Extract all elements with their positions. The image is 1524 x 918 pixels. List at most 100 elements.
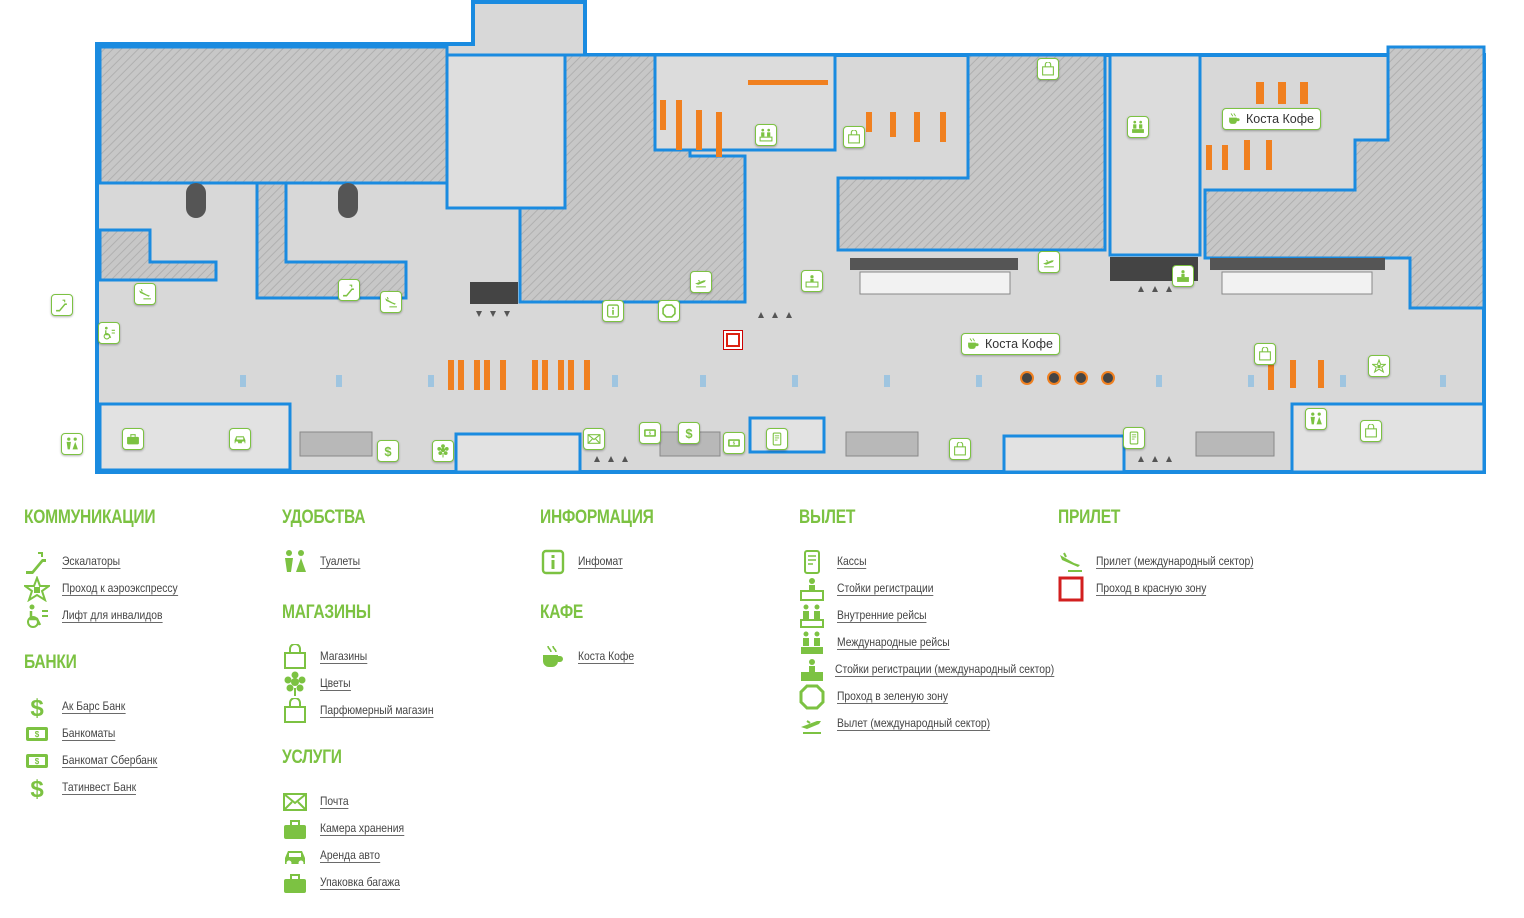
legend-item[interactable]: $Татинвест Банк <box>24 774 274 801</box>
map-marker-checkin[interactable] <box>801 270 823 292</box>
legend-item[interactable]: Инфомат <box>540 548 790 575</box>
svg-text:$: $ <box>685 426 692 440</box>
map-marker-aeroexpress[interactable] <box>1368 355 1390 377</box>
legend-item-label: Цветы <box>320 676 351 691</box>
legend-item[interactable]: Стойки регистрации <box>799 575 1059 602</box>
map-marker-departure[interactable] <box>1038 251 1060 273</box>
map-marker-car[interactable] <box>229 428 251 450</box>
map-marker-ticket[interactable] <box>1123 427 1145 449</box>
legend-item-icon <box>799 684 827 710</box>
map-marker-elevator[interactable] <box>98 322 120 344</box>
legend-item[interactable]: Камера хранения <box>282 815 532 842</box>
legend-item-label: Камера хранения <box>320 821 405 836</box>
departure-icon <box>1043 259 1054 268</box>
coffee-icon <box>1229 113 1240 124</box>
legend-item[interactable]: Вылет (международный сектор) <box>799 710 1059 737</box>
map-marker-dollar[interactable]: $ <box>377 440 399 462</box>
shop-icon <box>1259 347 1271 361</box>
legend-banks: БАНКИ $Ак Барс Банк$Банкоматы$Банкомат С… <box>24 651 274 801</box>
map-marker-shop[interactable] <box>949 438 971 460</box>
direction-arrows <box>476 286 1172 462</box>
map-marker-domestic[interactable] <box>755 124 777 146</box>
legend-item[interactable]: Кассы <box>799 548 1059 575</box>
map-marker-atm[interactable]: $ <box>639 422 661 444</box>
checkin-counters <box>850 258 1385 295</box>
legend-item[interactable]: Проход в зеленую зону <box>799 683 1059 710</box>
legend-item[interactable]: Лифт для инвалидов <box>24 602 274 629</box>
legend-list: Коста Кофе <box>540 643 790 670</box>
map-marker-dollar[interactable]: $ <box>678 422 700 444</box>
domestic-icon <box>800 604 824 628</box>
map-marker-green-zone[interactable] <box>658 300 680 322</box>
legend-heading: ИНФОРМАЦИЯ <box>540 507 654 528</box>
legend-item[interactable]: Стойки регистрации (международный сектор… <box>799 656 1059 683</box>
legend-item[interactable]: Проход к аэроэкспрессу <box>24 575 274 602</box>
map-marker-toilet[interactable] <box>1305 408 1327 430</box>
legend-item-icon <box>282 870 310 896</box>
legend-item-icon <box>282 843 310 869</box>
info-icon <box>606 304 620 318</box>
map-marker-arrival[interactable] <box>134 283 156 305</box>
map-marker-mail[interactable] <box>583 428 605 450</box>
legend-item-label: Стойки регистрации <box>837 581 934 596</box>
green-zone-icon <box>662 304 676 318</box>
flower-icon <box>284 671 306 696</box>
legend-item[interactable]: Упаковка багажа <box>282 869 532 896</box>
departure-icon <box>695 279 706 288</box>
toilet-icon <box>66 437 78 450</box>
map-marker-departure[interactable] <box>690 271 712 293</box>
map-marker-international[interactable] <box>1127 116 1149 138</box>
legend-item-label: Ак Барс Банк <box>62 699 126 714</box>
cafe-label-top[interactable]: Коста Кофе <box>1222 108 1321 130</box>
legend-item[interactable]: Парфюмерный магазин <box>282 697 532 724</box>
map-marker-info[interactable] <box>602 300 624 322</box>
legend-item[interactable]: Почта <box>282 788 532 815</box>
legend-item-icon <box>799 603 827 629</box>
cafe-label-center[interactable]: Коста Кофе <box>961 333 1060 355</box>
legend-item[interactable]: Цветы <box>282 670 532 697</box>
legend-item[interactable]: Эскалаторы <box>24 548 274 575</box>
legend-item[interactable]: Международные рейсы <box>799 629 1059 656</box>
legend-item-label: Проход к аэроэкспрессу <box>62 581 178 596</box>
map-marker-shop[interactable] <box>1037 58 1059 80</box>
legend-item[interactable]: Туалеты <box>282 548 532 575</box>
legend-heading: УДОБСТВА <box>282 507 366 528</box>
shop-icon <box>1042 62 1054 76</box>
legend-item[interactable]: Аренда авто <box>282 842 532 869</box>
legend-column-5: ПРИЛЕТ Прилет (международный сектор)Прох… <box>1058 506 1308 624</box>
map-marker-atm[interactable]: $ <box>723 432 745 454</box>
legend-item-icon <box>282 816 310 842</box>
legend-item[interactable]: Прилет (международный сектор) <box>1058 548 1308 575</box>
map-marker-intl-checkin[interactable] <box>1172 265 1194 287</box>
legend-item[interactable]: $Банкомат Сбербанк <box>24 747 274 774</box>
legend-item-icon <box>282 789 310 815</box>
aeroexpress-icon <box>1372 359 1386 373</box>
map-marker-luggage[interactable] <box>122 428 144 450</box>
legend-item[interactable]: Внутренние рейсы <box>799 602 1059 629</box>
legend-list: $Ак Барс Банк$Банкоматы$Банкомат Сбербан… <box>24 693 274 801</box>
inner-rooms <box>445 53 1202 257</box>
red-zone-marker[interactable] <box>723 330 743 350</box>
map-marker-ticket[interactable] <box>766 428 788 450</box>
map-marker-shop[interactable] <box>1254 343 1276 365</box>
legend-item[interactable]: Проход в красную зону <box>1058 575 1308 602</box>
legend-heading: БАНКИ <box>24 652 77 673</box>
map-marker-shop[interactable] <box>1360 420 1382 442</box>
car-icon <box>285 850 305 865</box>
legend-item[interactable]: Магазины <box>282 643 532 670</box>
legend-item[interactable]: $Банкоматы <box>24 720 274 747</box>
map-marker-escalator[interactable] <box>338 279 360 301</box>
international-icon <box>801 631 823 654</box>
map-marker-toilet[interactable] <box>61 433 83 455</box>
legend-item-label: Проход в зеленую зону <box>837 689 949 704</box>
legend-item[interactable]: Коста Кофе <box>540 643 790 670</box>
legend-item[interactable]: $Ак Барс Банк <box>24 693 274 720</box>
map-marker-escalator[interactable] <box>51 294 73 316</box>
map-marker-shop[interactable] <box>843 126 865 148</box>
map-marker-flower[interactable] <box>432 440 454 462</box>
map-marker-arrival[interactable] <box>380 291 402 313</box>
